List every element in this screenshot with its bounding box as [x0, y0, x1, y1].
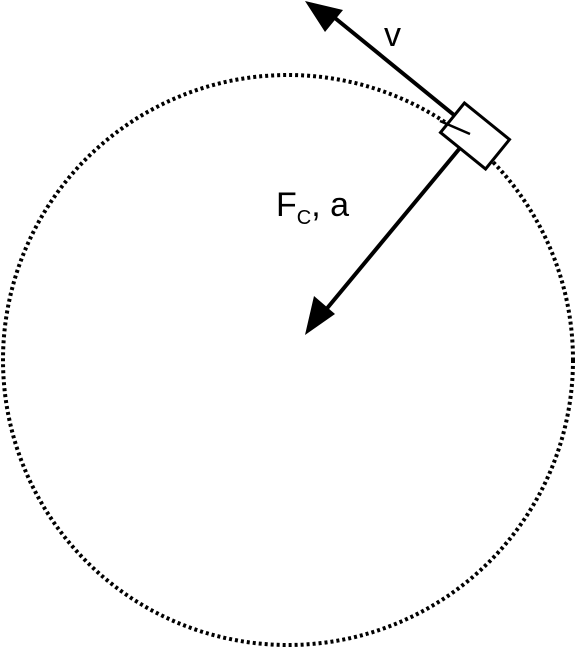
object-inner-mark	[439, 119, 471, 136]
velocity-arrow-shaft	[328, 12, 472, 130]
force-arrow-shaft	[322, 146, 462, 314]
velocity-arrow	[305, 1, 472, 130]
velocity-arrowhead	[305, 1, 343, 32]
moving-object	[438, 100, 512, 172]
force-label: FC, a	[276, 186, 349, 229]
force-label-suffix: , a	[311, 186, 349, 224]
force-label-main: F	[276, 186, 297, 224]
force-arrowhead	[305, 296, 335, 335]
force-arrow	[305, 146, 462, 335]
force-label-subscript: C	[297, 207, 311, 229]
circular-path	[1, 73, 575, 647]
velocity-label: v	[384, 16, 401, 54]
object-box	[438, 100, 512, 172]
